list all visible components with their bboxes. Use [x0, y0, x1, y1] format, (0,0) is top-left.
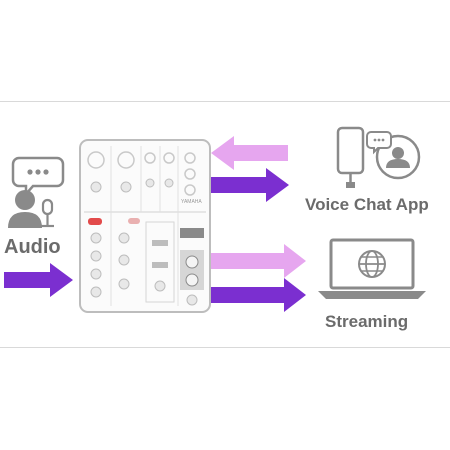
streaming-dark-arrow	[211, 278, 306, 312]
top-divider	[0, 101, 450, 102]
audio-label: Audio	[4, 236, 61, 258]
streaming-label: Streaming	[325, 312, 409, 331]
streaming-light-arrow	[211, 244, 306, 278]
voice-chat-out-arrow	[211, 168, 289, 202]
mixer-brand-text: YAMAHA	[181, 199, 202, 205]
voice-chat-label: Voice Chat App	[305, 195, 429, 214]
voice-chat-in-arrow	[211, 136, 288, 170]
globe-icon	[358, 250, 386, 278]
bottom-divider	[0, 347, 450, 348]
